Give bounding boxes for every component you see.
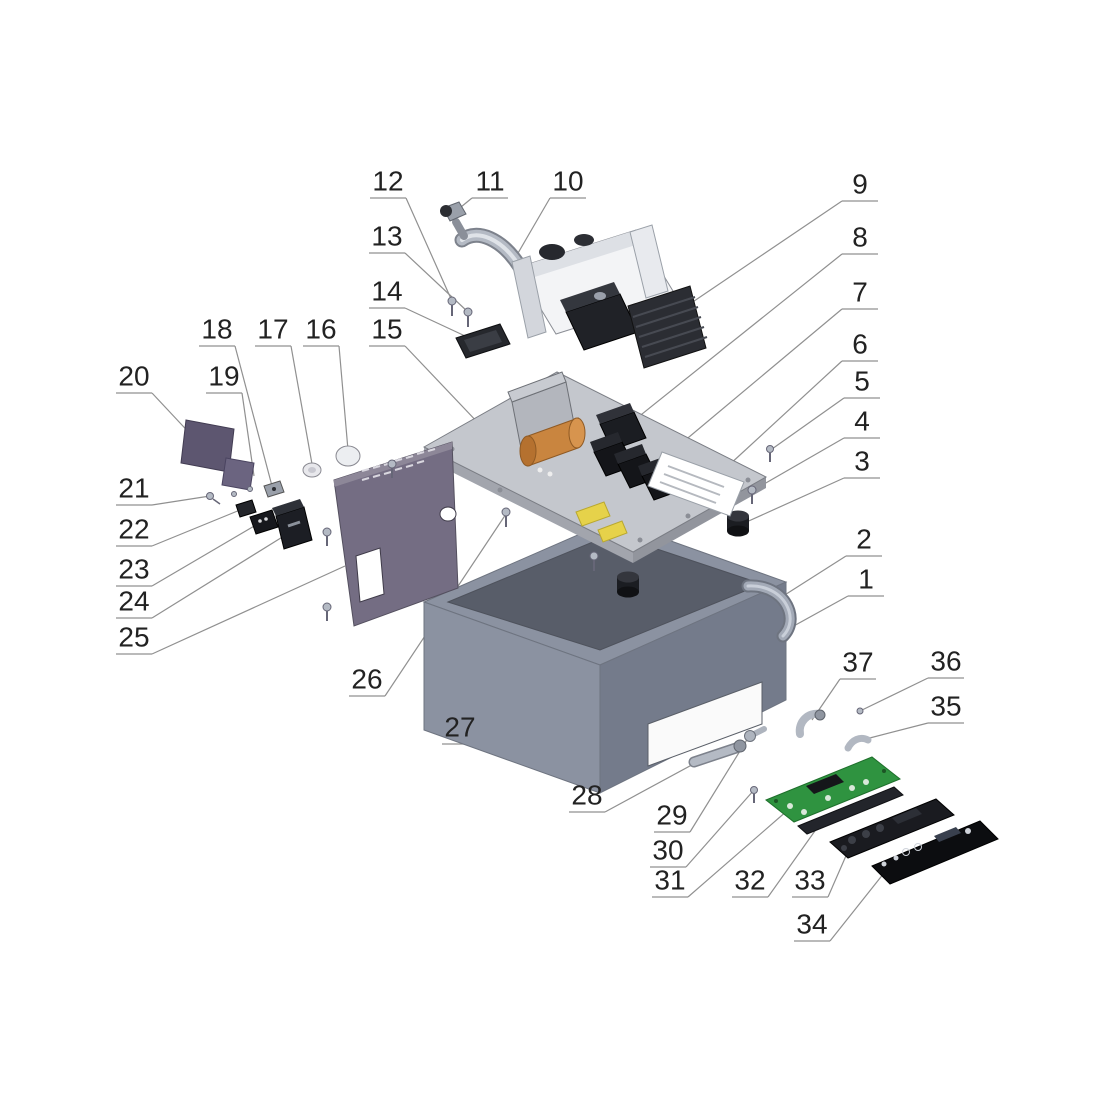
- rating-label: [647, 451, 745, 517]
- part-label-16: 16: [305, 313, 336, 344]
- cabinet-body: [422, 519, 788, 794]
- leader-line-23: [151, 524, 257, 587]
- part-label-20: 20: [118, 360, 149, 391]
- cabinet-cutout: [647, 681, 763, 767]
- part-label-32: 32: [734, 864, 765, 895]
- rubber-foot-right: [727, 510, 749, 537]
- mounting-bracket: [455, 323, 511, 359]
- rubber-foot-front: [617, 571, 639, 598]
- part-label-17: 17: [257, 313, 288, 344]
- leader-line-31: [687, 809, 789, 898]
- part-label-3: 3: [854, 445, 870, 476]
- transformer: [507, 371, 586, 477]
- leader-line-10: [513, 197, 551, 261]
- part-label-11: 11: [475, 165, 504, 196]
- part-label-36: 36: [930, 645, 961, 676]
- part-label-14: 14: [371, 275, 402, 306]
- part-label-10: 10: [552, 165, 583, 196]
- panel-hole: [439, 506, 457, 522]
- part-label-27: 27: [444, 711, 475, 742]
- part-label-34: 34: [796, 908, 827, 939]
- part-label-23: 23: [118, 553, 149, 584]
- part-label-25: 25: [118, 621, 149, 652]
- part-label-2: 2: [856, 523, 872, 554]
- part-label-7: 7: [852, 276, 868, 307]
- leader-line-8: [621, 253, 843, 431]
- leader-line-13: [404, 252, 469, 313]
- screws: [206, 296, 864, 803]
- part-label-6: 6: [852, 328, 868, 359]
- part-label-9: 9: [852, 168, 868, 199]
- part-label-19: 19: [208, 360, 239, 391]
- drain-tube: [688, 739, 747, 768]
- leader-line-24: [151, 535, 285, 619]
- filler-cap-2: [574, 234, 594, 246]
- cover-plate-small: [221, 457, 255, 491]
- part-label-33: 33: [794, 864, 825, 895]
- leader-line-29: [689, 737, 749, 833]
- micro-switch: [235, 499, 257, 518]
- round-cover-small: [302, 462, 322, 478]
- panel-frame: [829, 798, 955, 859]
- part-label-5: 5: [854, 365, 870, 396]
- leader-line-17: [290, 345, 313, 465]
- leader-line-18: [234, 345, 273, 487]
- gasket-strip: [797, 786, 904, 835]
- leader-line-35: [861, 722, 929, 741]
- part-label-22: 22: [118, 513, 149, 544]
- part-label-31: 31: [654, 864, 685, 895]
- control-pcb: [765, 756, 901, 823]
- panel-cutout: [355, 547, 385, 603]
- fan-cover: [627, 285, 708, 369]
- part-label-12: 12: [372, 165, 403, 196]
- part-label-26: 26: [351, 663, 382, 694]
- leader-line-16: [338, 345, 349, 451]
- leader-line-9: [671, 200, 843, 317]
- part-label-15: 15: [371, 313, 402, 344]
- part-label-8: 8: [852, 221, 868, 252]
- part-label-4: 4: [854, 405, 870, 436]
- leader-line-21: [151, 495, 211, 506]
- tee-fitting: [744, 726, 767, 742]
- leader-line-6: [727, 360, 843, 467]
- pump-motor-assembly: [440, 201, 708, 369]
- leader-line-4: [751, 437, 845, 492]
- leader-line-2: [779, 555, 847, 599]
- part-label-13: 13: [371, 220, 402, 251]
- circuit-breaker: [272, 499, 313, 550]
- part-label-28: 28: [571, 779, 602, 810]
- leader-line-25: [151, 565, 346, 655]
- part-label-37: 37: [842, 646, 873, 677]
- filler-cap: [539, 244, 565, 260]
- elbow-fitting: [795, 709, 826, 738]
- part-label-1: 1: [858, 563, 874, 594]
- leader-line-12: [405, 197, 453, 302]
- solenoid-block: [560, 282, 639, 351]
- leader-line-22: [151, 509, 241, 547]
- part-label-29: 29: [656, 799, 687, 830]
- carry-handle: [741, 579, 797, 643]
- part-label-18: 18: [201, 313, 232, 344]
- part-label-35: 35: [930, 690, 961, 721]
- part-label-24: 24: [118, 585, 149, 616]
- leader-line-36: [859, 677, 929, 712]
- part-label-30: 30: [652, 834, 683, 865]
- top-plate-assembly: [422, 371, 768, 563]
- hinge-bracket: [263, 480, 285, 498]
- leader-line-32: [767, 820, 823, 898]
- power-inlet: [249, 509, 279, 535]
- side-panel: [333, 441, 459, 627]
- leader-line-30: [685, 789, 755, 868]
- leader-line-3: [741, 477, 845, 525]
- leader-line-5: [771, 397, 845, 450]
- warning-stickers: [575, 501, 628, 543]
- elbow-fitting-2: [844, 734, 872, 752]
- leader-line-34: [829, 867, 889, 942]
- inlet-fitting: [440, 201, 468, 240]
- membrane-overlay: [871, 820, 999, 885]
- round-cover-large: [335, 445, 361, 467]
- part-label-21: 21: [118, 472, 149, 503]
